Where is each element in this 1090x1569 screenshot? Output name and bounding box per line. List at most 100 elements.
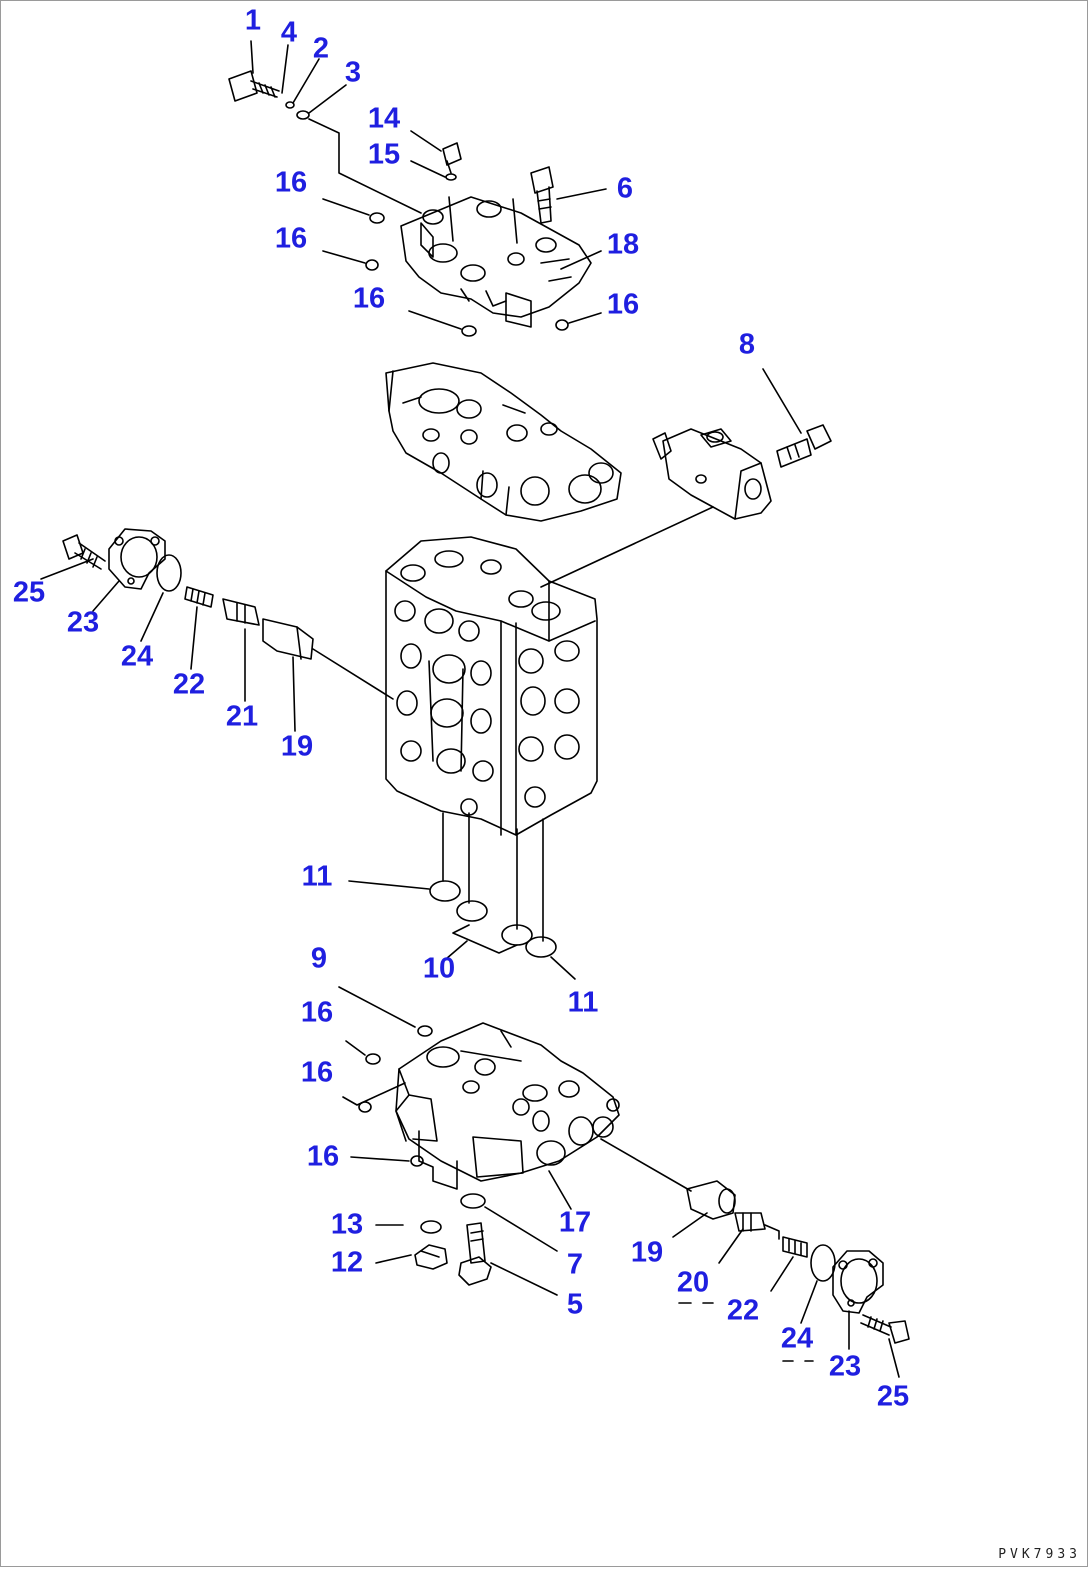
callout-18: 18: [606, 228, 640, 261]
assembly-line-relief: [540, 506, 714, 588]
bolt-25-a-part: [62, 534, 106, 570]
leader-section-17: [548, 1170, 572, 1210]
o-ring-13-part: [420, 1220, 442, 1234]
callout-25-a: 25: [12, 576, 46, 609]
callout-19-a: 19: [280, 730, 314, 763]
leader-plug-16-b: [322, 250, 366, 264]
plug-12-part: [414, 1244, 448, 1270]
callout-23-a: 23: [66, 606, 100, 639]
callout-7: 7: [566, 1248, 584, 1281]
leader-bolt-5: [490, 1262, 558, 1296]
leader-plug-16-f: [342, 1082, 406, 1106]
bolt-5-part: [458, 1222, 492, 1286]
callout-10: 10: [422, 952, 456, 985]
leader-part-2: [292, 58, 320, 104]
main-valve-body-part: [385, 536, 598, 836]
assembly-line-spool-left: [312, 648, 394, 700]
washer-7-part: [460, 1193, 486, 1209]
o-ring-9-part: [417, 1025, 433, 1037]
callout-16-g: 16: [306, 1140, 340, 1173]
callout-21: 21: [225, 700, 259, 733]
callout-25-b: 25: [876, 1380, 910, 1413]
plug-16-d-part: [555, 319, 569, 331]
leader-o-ring-9: [338, 986, 416, 1028]
callout-9: 9: [310, 942, 328, 975]
o-ring-24-b-part: [810, 1244, 836, 1282]
relief-valve-block-part: [652, 428, 772, 520]
callout-5: 5: [566, 1288, 584, 1321]
leader-bolt-1: [250, 40, 254, 74]
leader-part-18: [560, 250, 602, 270]
callout-16-b: 16: [274, 222, 308, 255]
leader-bolt-25-a: [40, 558, 94, 580]
assembly-line-top: [308, 118, 422, 214]
valve-section-17-part: [395, 1022, 620, 1182]
callout-11-a: 11: [301, 860, 333, 893]
plug-14-part: [442, 142, 462, 174]
o-ring-11-b-part: [525, 936, 557, 958]
callout-16-d: 16: [606, 288, 640, 321]
callout-14: 14: [367, 102, 401, 135]
callout-20: 20: [676, 1266, 710, 1299]
valve-section-middle-part: [385, 362, 622, 522]
valve-section-18-part: [400, 196, 592, 328]
washer-3-part: [296, 110, 310, 120]
o-ring-15-part: [445, 173, 457, 181]
spring-22-b-part: [782, 1236, 808, 1258]
callout-24-a: 24: [120, 640, 154, 673]
callout-22-b: 22: [726, 1294, 760, 1327]
leader-plug-16-c: [408, 310, 462, 330]
leader-retainer-20: [718, 1228, 744, 1264]
callout-24-b: 24: [780, 1322, 814, 1355]
leader-o-ring-11-b: [550, 956, 576, 980]
callout-12: 12: [330, 1246, 364, 1279]
callout-13: 13: [330, 1208, 364, 1241]
leader-o-ring-11-a: [348, 880, 430, 890]
leader-bolt-6: [556, 188, 607, 200]
leader-part-8: [762, 368, 802, 434]
callout-23-b: 23: [828, 1350, 862, 1383]
bracket-10: [452, 924, 518, 954]
cap-19-b-part: [686, 1180, 736, 1220]
callout-16-e: 16: [300, 996, 334, 1029]
leader-washer-7: [484, 1206, 558, 1252]
bolt-6-part: [530, 166, 554, 224]
callout-16-f: 16: [300, 1056, 334, 1089]
leader-o-ring-24-b: [800, 1280, 818, 1324]
leader-plug-12: [375, 1254, 412, 1264]
callout-11-b: 11: [567, 986, 599, 1019]
leader-part-4: [281, 44, 289, 94]
callout-4: 4: [280, 16, 298, 49]
leader-plug-16-e: [345, 1040, 366, 1056]
leader-plug-16-d: [568, 312, 602, 324]
o-ring-24-a-part: [156, 554, 182, 592]
stud-lines: [442, 812, 544, 942]
leader-part-3: [308, 84, 347, 114]
assembly-line-spool-right: [600, 1138, 692, 1192]
plug-16-e-part: [365, 1053, 381, 1065]
o-ring-11-a-part: [429, 880, 461, 902]
retainer-20-part: [734, 1212, 780, 1240]
callout-2: 2: [312, 32, 330, 65]
cap-19-a-part: [262, 618, 314, 660]
callout-17: 17: [558, 1206, 592, 1239]
leader-o-ring-10: [445, 940, 468, 960]
leader-cap-19-a: [292, 656, 296, 732]
leader-spring-22-a: [190, 606, 198, 670]
o-ring-10-a-part: [456, 900, 488, 922]
callout-22-a: 22: [172, 668, 206, 701]
spring-22-a-part: [184, 586, 214, 608]
dash-marks: [678, 1302, 814, 1362]
callout-19-b: 19: [630, 1236, 664, 1269]
leader-plug-16-a: [322, 198, 370, 216]
leader-bolt-25-b: [888, 1338, 900, 1378]
cover-23-b-part: [832, 1250, 884, 1314]
plug-16-c-part: [461, 325, 477, 337]
cover-23-a-part: [108, 528, 166, 590]
callout-6: 6: [616, 172, 634, 205]
plug-8-part: [776, 424, 832, 468]
leader-cap-19-b: [672, 1212, 708, 1238]
drawing-code: PVK7933: [998, 1547, 1081, 1562]
callout-3: 3: [344, 56, 362, 89]
